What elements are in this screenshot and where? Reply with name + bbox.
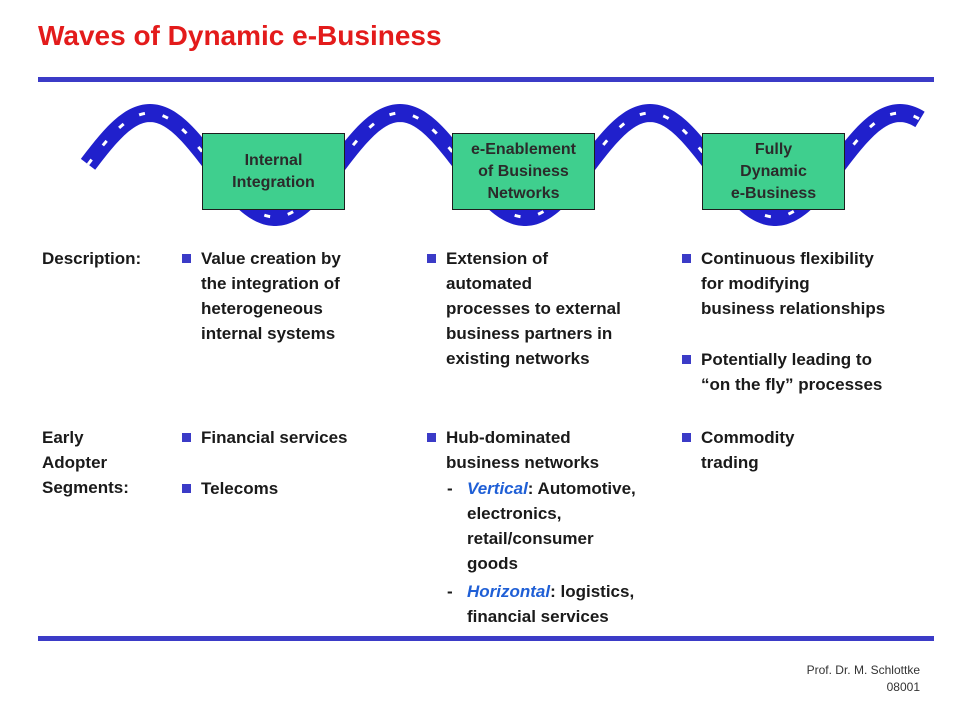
- footer: Prof. Dr. M. Schlottke 08001: [807, 662, 920, 696]
- adopters-sub-item-horizontal: - Horizontal: logistics, financial servi…: [447, 579, 635, 629]
- bullet-text: Commodity trading: [701, 428, 795, 472]
- sub-item-text: : logistics, financial services: [467, 582, 635, 626]
- bullet-square-icon: [182, 484, 191, 493]
- adopters-label: Early Adopter Segments:: [42, 428, 129, 497]
- sub-item-highlight: Horizontal: [467, 582, 551, 601]
- bullet-text: Financial services: [201, 428, 348, 447]
- bullet-square-icon: [182, 254, 191, 263]
- bullet-square-icon: [682, 355, 691, 364]
- adopters-sub-item-vertical: - Vertical: Automotive, electronics, ret…: [447, 476, 636, 576]
- adopters-col3-bullet: Commodity trading: [682, 425, 795, 475]
- bottom-divider: [38, 636, 934, 641]
- wave-box-fully-dynamic: Fully Dynamic e-Business: [702, 133, 845, 210]
- footer-author: Prof. Dr. M. Schlottke: [806, 663, 920, 677]
- dash-marker: -: [447, 582, 453, 601]
- sub-item-highlight: Vertical: [467, 479, 528, 498]
- adopters-col2-bullet: Hub-dominated business networks: [427, 425, 600, 475]
- adopters-col1-bullet-2: Telecoms: [182, 476, 279, 501]
- adopters-col1-bullet-1: Financial services: [182, 425, 348, 450]
- bullet-square-icon: [427, 433, 436, 442]
- page-title: Waves of Dynamic e-Business: [38, 20, 442, 51]
- bullet-square-icon: [682, 433, 691, 442]
- top-divider: [38, 77, 934, 82]
- wave-box-e-enablement: e-Enablement of Business Networks: [452, 133, 595, 210]
- description-col3-bullet-1: Continuous flexibility for modifying bus…: [682, 246, 886, 321]
- bullet-text: Potentially leading to “on the fly” proc…: [701, 350, 883, 394]
- sub-item-text: : Automotive, electronics, retail/consum…: [467, 479, 636, 573]
- bullet-square-icon: [182, 433, 191, 442]
- bullet-square-icon: [427, 254, 436, 263]
- description-col2-bullet: Extension of automated processes to exte…: [427, 246, 621, 371]
- bullet-text: Continuous flexibility for modifying bus…: [701, 249, 886, 318]
- bullet-square-icon: [682, 254, 691, 263]
- description-label: Description:: [42, 249, 142, 268]
- description-col3-bullet-2: Potentially leading to “on the fly” proc…: [682, 347, 883, 397]
- bullet-text: Value creation by the integration of het…: [201, 249, 341, 343]
- bullet-text: Telecoms: [201, 479, 279, 498]
- bullet-text: Extension of automated processes to exte…: [446, 249, 621, 368]
- description-col1-bullet: Value creation by the integration of het…: [182, 246, 341, 346]
- wave-box-internal-integration: Internal Integration: [202, 133, 345, 210]
- dash-marker: -: [447, 479, 453, 498]
- footer-code: 08001: [886, 680, 920, 694]
- bullet-text: Hub-dominated business networks: [446, 428, 600, 472]
